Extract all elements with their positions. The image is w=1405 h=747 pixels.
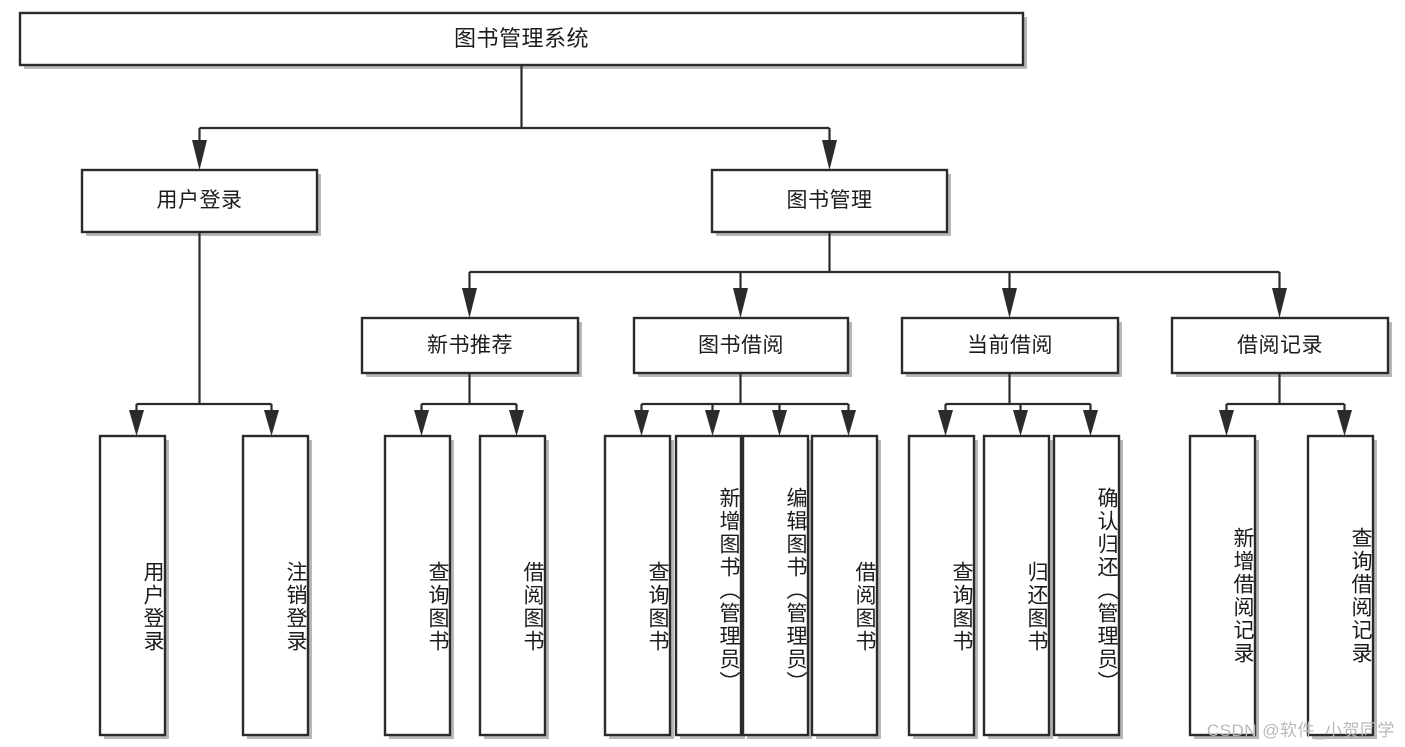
node-leaf-add-book[interactable] (674, 434, 743, 737)
node-leaf-borrow-book-2[interactable] (810, 434, 879, 737)
node-book-manage[interactable] (710, 168, 949, 234)
node-layer (18, 11, 1390, 737)
node-leaf-user-login[interactable] (98, 434, 167, 737)
node-leaf-confirm-return[interactable] (1052, 434, 1121, 737)
node-leaf-edit-book[interactable] (741, 434, 810, 737)
node-book-borrow[interactable] (632, 316, 850, 375)
node-leaf-query-book-1[interactable] (383, 434, 452, 737)
node-user-login[interactable] (80, 168, 319, 234)
node-leaf-query-book-2[interactable] (603, 434, 672, 737)
node-borrow-record[interactable] (1170, 316, 1390, 375)
node-leaf-add-record[interactable] (1188, 434, 1257, 737)
node-leaf-return-book[interactable] (982, 434, 1051, 737)
node-leaf-query-book-3[interactable] (907, 434, 976, 737)
watermark-text: CSDN @软件_小贺同学 (1206, 721, 1395, 740)
node-new-book-recommend[interactable] (360, 316, 580, 375)
connector-layer (135, 65, 1346, 414)
node-root[interactable] (18, 11, 1025, 67)
node-leaf-query-record[interactable] (1306, 434, 1375, 737)
node-leaf-logout-login[interactable] (241, 434, 310, 737)
node-leaf-borrow-book-1[interactable] (478, 434, 547, 737)
node-current-borrow[interactable] (900, 316, 1120, 375)
arrowhead-layer (129, 140, 1352, 436)
